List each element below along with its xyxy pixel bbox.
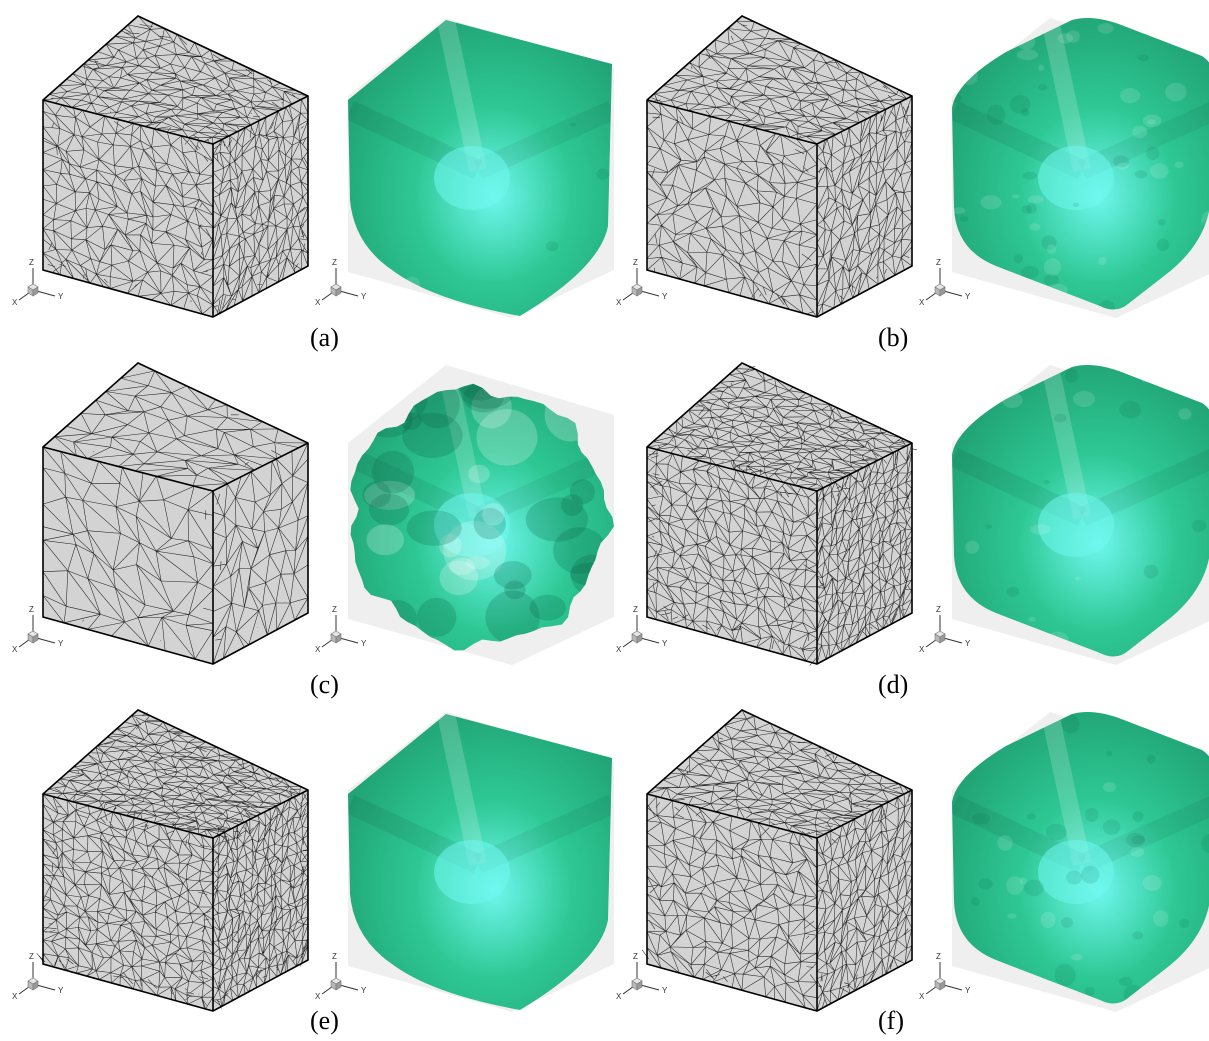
mesh-cube bbox=[646, 15, 913, 318]
panel-e: Z Y X Z Y X bbox=[0, 694, 614, 1041]
axis-label-y: Y bbox=[58, 639, 64, 648]
axis-label-y: Y bbox=[58, 292, 64, 301]
caption-c: (c) bbox=[310, 670, 339, 699]
axis-label-x: X bbox=[616, 298, 622, 307]
axis-label-y: Y bbox=[361, 292, 367, 301]
surface-plot bbox=[952, 712, 1209, 1012]
axis-triad-icon: Z Y X bbox=[315, 605, 367, 654]
axis-triad-icon: Z Y X bbox=[919, 952, 971, 1001]
axis-label-z: Z bbox=[936, 258, 941, 267]
panel-b: Z Y X Z Y X bbox=[604, 0, 1209, 347]
mesh-cube bbox=[36, 709, 309, 1012]
panel-d: Z Y X Z Y X bbox=[604, 347, 1209, 694]
panel-f: Z Y X Z Y X bbox=[604, 694, 1209, 1041]
surface-plot bbox=[348, 712, 614, 1012]
axis-label-y: Y bbox=[662, 639, 668, 648]
axis-label-x: X bbox=[12, 992, 18, 1001]
mesh-cube bbox=[42, 15, 309, 318]
axis-triad-icon: Z Y X bbox=[12, 605, 64, 654]
panel-a: Z Y X Z Y X bbox=[0, 0, 614, 347]
axis-triad-icon: Z Y X bbox=[616, 258, 668, 307]
mesh-cube bbox=[42, 362, 309, 665]
surface-plot bbox=[952, 18, 1209, 318]
axis-label-x: X bbox=[12, 298, 18, 307]
axis-triad-icon: Z Y X bbox=[616, 605, 668, 654]
axis-label-x: X bbox=[315, 298, 321, 307]
axis-triad-icon: Z Y X bbox=[12, 258, 64, 307]
axis-triad-icon: Z Y X bbox=[315, 952, 367, 1001]
axis-label-x: X bbox=[919, 298, 925, 307]
axis-label-z: Z bbox=[29, 952, 34, 961]
axis-label-z: Z bbox=[332, 258, 337, 267]
axis-label-z: Z bbox=[936, 952, 941, 961]
axis-label-y: Y bbox=[361, 639, 367, 648]
surface-plot bbox=[348, 365, 614, 665]
axis-label-z: Z bbox=[936, 605, 941, 614]
surface-plot bbox=[952, 365, 1209, 665]
axis-label-x: X bbox=[12, 645, 18, 654]
axis-label-y: Y bbox=[58, 986, 64, 995]
axis-label-z: Z bbox=[332, 952, 337, 961]
axis-label-z: Z bbox=[332, 605, 337, 614]
axis-label-z: Z bbox=[633, 258, 638, 267]
caption-d: (d) bbox=[878, 670, 909, 699]
axis-label-x: X bbox=[616, 645, 622, 654]
caption-b: (b) bbox=[878, 323, 909, 352]
caption-f: (f) bbox=[878, 1006, 904, 1035]
axis-label-y: Y bbox=[965, 639, 971, 648]
axis-label-y: Y bbox=[965, 986, 971, 995]
axis-label-y: Y bbox=[662, 292, 668, 301]
mesh-cube bbox=[646, 362, 917, 666]
axis-label-z: Z bbox=[633, 952, 638, 961]
mesh-cube bbox=[641, 709, 913, 1012]
axis-triad-icon: Z Y X bbox=[919, 605, 971, 654]
axis-label-y: Y bbox=[965, 292, 971, 301]
axis-label-x: X bbox=[919, 992, 925, 1001]
axis-label-x: X bbox=[315, 645, 321, 654]
axis-label-z: Z bbox=[29, 605, 34, 614]
axis-triad-icon: Z Y X bbox=[919, 258, 971, 307]
axis-label-x: X bbox=[919, 645, 925, 654]
caption-a: (a) bbox=[310, 323, 339, 352]
surface-plot bbox=[348, 18, 614, 318]
panel-c: Z Y X Z Y X bbox=[0, 347, 614, 694]
axis-label-y: Y bbox=[361, 986, 367, 995]
axis-label-x: X bbox=[616, 992, 622, 1001]
axis-label-x: X bbox=[315, 992, 321, 1001]
axis-triad-icon: Z Y X bbox=[315, 258, 367, 307]
axis-label-z: Z bbox=[633, 605, 638, 614]
axis-triad-icon: Z Y X bbox=[616, 952, 668, 1001]
axis-label-y: Y bbox=[662, 986, 668, 995]
axis-label-z: Z bbox=[29, 258, 34, 267]
caption-e: (e) bbox=[310, 1006, 339, 1035]
axis-triad-icon: Z Y X bbox=[12, 952, 64, 1001]
